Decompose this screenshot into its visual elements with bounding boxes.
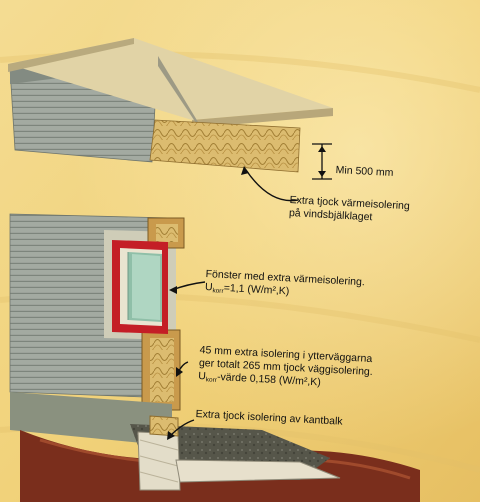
dimension-marker — [312, 143, 332, 180]
wall-section — [9, 213, 185, 411]
wall-insulation-label: 45 mm extra isolering i ytterväggarna ge… — [198, 344, 374, 389]
window — [112, 240, 168, 334]
attic-section — [8, 38, 333, 173]
foundation-section — [10, 392, 420, 502]
